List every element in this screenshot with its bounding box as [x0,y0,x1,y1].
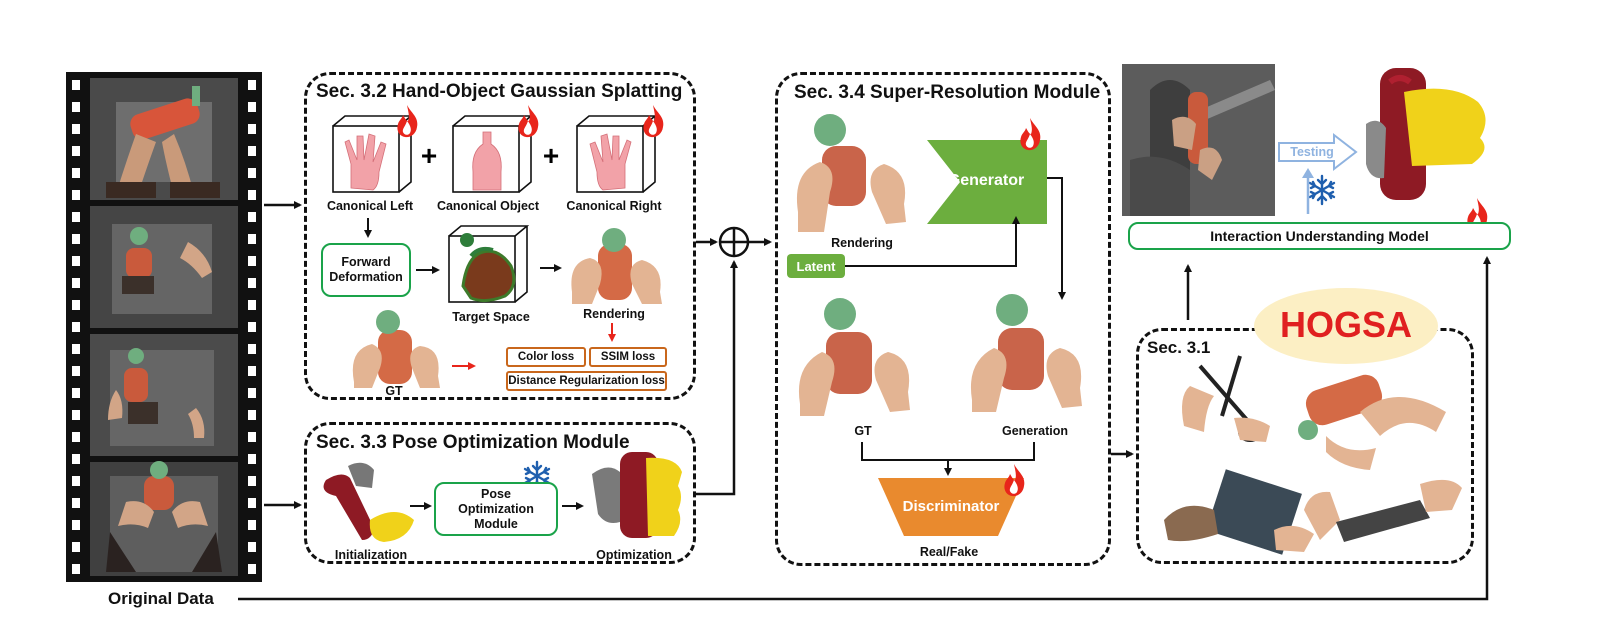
initialization-illustration [323,462,414,542]
distance-loss-box: Distance Regularization loss [506,371,667,391]
data-band-illustration [1304,479,1462,542]
data-scissors-illustration [1182,355,1270,442]
rendering-label: Rendering [583,307,645,321]
sr-gt-illustration [798,298,910,416]
real-fake-label: Real/Fake [919,545,979,559]
canonical-object-cube [452,115,532,193]
film-frame-3 [90,334,238,456]
sr-gt-label: GT [854,424,872,438]
canonical-left-cube [332,115,412,193]
rendering-illustration [571,228,662,304]
flame-icon-discriminator [1004,464,1025,497]
target-space-cube [448,225,528,303]
data-book-illustration [1164,469,1314,555]
canonical-right-label: Canonical Right [566,199,662,213]
data-bottle-illustration [1298,374,1446,470]
discriminator-label: Discriminator [902,498,1000,515]
original-data-label: Original Data [108,589,214,608]
svg-text:+: + [421,140,437,171]
hogs-section-title: Sec. 3.2 Hand-Object Gaussian Splatting [316,81,683,102]
sr-rendering-illustration [796,114,906,232]
gt-illustration [352,310,440,388]
film-strip-graphics [72,78,256,576]
film-frame-2 [90,206,238,328]
generator-label: Generator [947,172,1025,189]
sr-generation-label: Generation [1002,424,1068,438]
sr-section-title: Sec. 3.4 Super-Resolution Module [794,82,1101,103]
gt-label: GT [385,384,403,398]
flame-icon-generator [1020,118,1041,151]
flame-icon-canonical-object [518,105,539,138]
hogsa-title: HOGSA [1279,304,1412,345]
hogsa-ellipse [1254,288,1438,364]
target-space-label: Target Space [452,310,530,324]
latent-box: Latent [787,254,845,278]
snowflake-icon-model [1308,174,1336,206]
pose-section-title: Sec. 3.3 Pose Optimization Module [316,432,630,453]
sr-rendering-label: Rendering [831,236,893,250]
optimization-label: Optimization [596,548,672,562]
ssim-loss-box: SSIM loss [589,347,667,367]
testing-label: Testing [1290,145,1334,159]
sr-generation-illustration [970,294,1082,412]
interaction-model-box: Interaction Understanding Model [1128,222,1511,250]
film-frame-4 [90,461,238,576]
oplus-icon [718,226,750,258]
film-frame-1 [90,78,238,200]
output-mesh-illustration [1366,68,1486,200]
color-loss-box: Color loss [506,347,586,367]
flame-icon-canonical-right [643,105,664,138]
discriminator-shape [878,478,1024,536]
canonical-right-cube [576,115,656,193]
pose-optimization-box: Pose Optimization Module [434,482,558,536]
forward-deformation-box: Forward Deformation [321,243,411,297]
optimization-illustration [592,452,682,538]
testing-arrow [1278,132,1358,172]
canonical-object-label: Canonical Object [436,199,540,213]
generator-shape [927,140,1047,224]
canonical-left-label: Canonical Left [326,199,414,213]
flame-icon-canonical-left [397,105,418,138]
initialization-label: Initialization [334,548,408,562]
svg-text:+: + [543,140,559,171]
film-strip [66,72,262,582]
test-photo [1122,64,1275,216]
data-section-title: Sec. 3.1 [1147,338,1211,357]
